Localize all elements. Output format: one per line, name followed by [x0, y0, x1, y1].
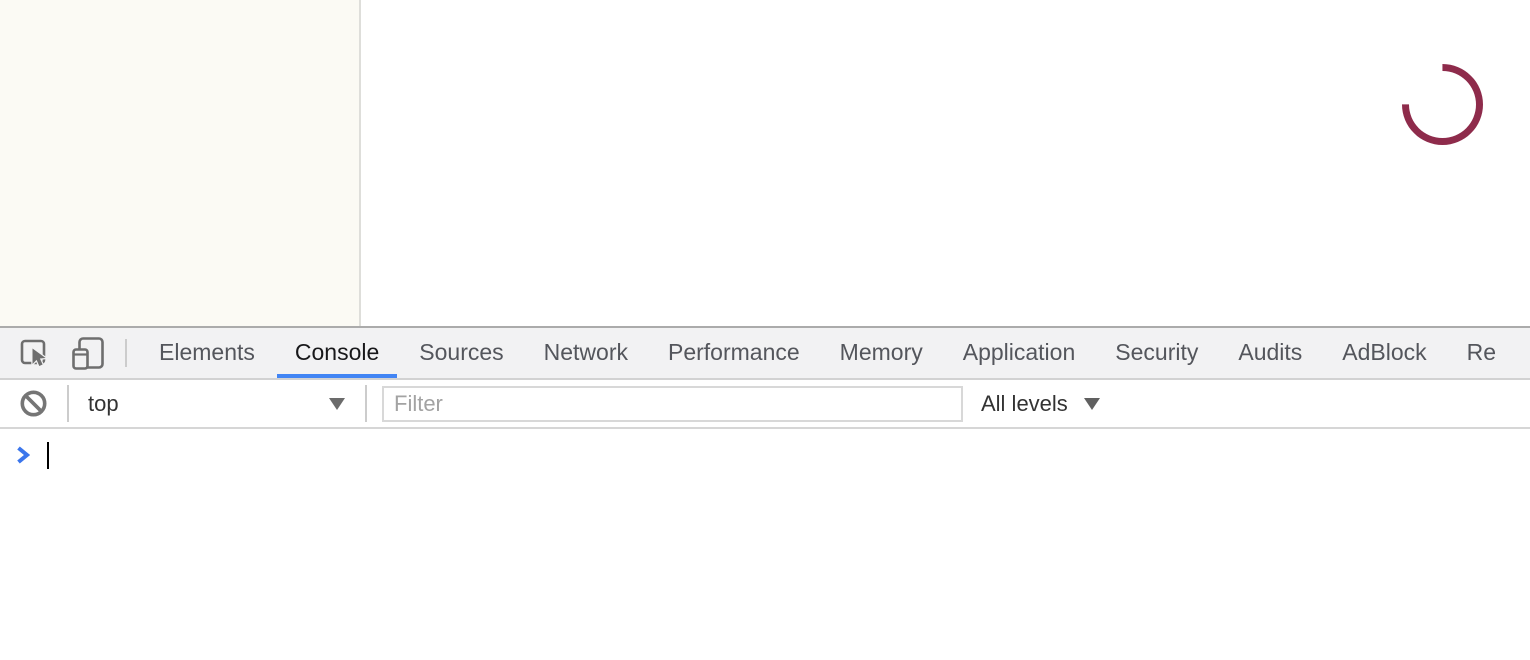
- log-level-label: All levels: [981, 390, 1068, 416]
- tab-application[interactable]: Application: [962, 339, 1076, 365]
- browser-viewport: [0, 0, 1530, 326]
- tab-clipped[interactable]: Re: [1466, 339, 1497, 365]
- clear-console-button[interactable]: [20, 390, 47, 417]
- console-prompt-row[interactable]: [0, 429, 1530, 469]
- tab-audits[interactable]: Audits: [1238, 339, 1303, 365]
- device-toolbar-button[interactable]: [72, 336, 104, 370]
- devtools-panel: Elements Console Sources Network Perform…: [0, 326, 1530, 660]
- text-caret: [47, 442, 49, 469]
- device-toolbar-icon: [72, 336, 104, 370]
- inspect-element-button[interactable]: [20, 338, 48, 368]
- execution-context-label: top: [88, 390, 119, 416]
- tab-security[interactable]: Security: [1115, 339, 1199, 365]
- execution-context-selector[interactable]: top: [88, 380, 345, 427]
- toolbar-separator: [67, 385, 69, 422]
- tab-performance[interactable]: Performance: [668, 339, 800, 365]
- ban-icon: [20, 390, 47, 417]
- chevron-down-icon: [329, 397, 345, 410]
- tab-network[interactable]: Network: [543, 339, 628, 365]
- tab-console[interactable]: Console: [275, 328, 399, 378]
- tab-sources[interactable]: Sources: [419, 339, 504, 365]
- devtools-tabs: Elements Console Sources Network Perform…: [139, 328, 1516, 378]
- tab-elements[interactable]: Elements: [159, 339, 255, 365]
- inspect-icon: [20, 339, 47, 368]
- console-toolbar: top All levels: [0, 380, 1530, 429]
- console-filter-input[interactable]: [382, 385, 963, 422]
- console-prompt-chevron-icon: [17, 446, 30, 464]
- devtools-tabbar: Elements Console Sources Network Perform…: [0, 328, 1530, 380]
- tabbar-separator: [125, 339, 127, 367]
- tab-memory[interactable]: Memory: [839, 339, 923, 365]
- toolbar-separator: [365, 385, 367, 422]
- page-sidebar-panel: [0, 0, 361, 326]
- chevron-down-icon: [1083, 397, 1100, 410]
- tab-adblock[interactable]: AdBlock: [1342, 339, 1427, 365]
- log-level-selector[interactable]: All levels: [981, 380, 1100, 427]
- loading-spinner-icon: [1385, 47, 1500, 162]
